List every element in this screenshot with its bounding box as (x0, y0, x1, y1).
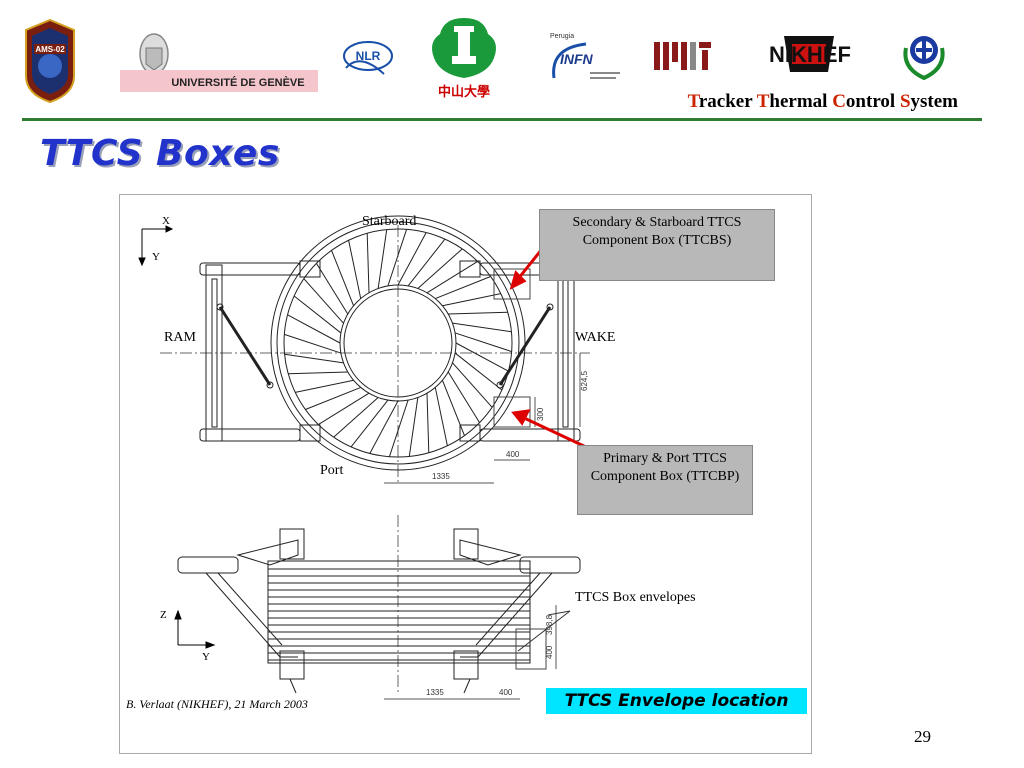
sysu-text: 中山大學 (438, 84, 490, 100)
ring-spoke (452, 322, 512, 333)
nlr-logo: NLR (343, 41, 393, 75)
ring-spoke (284, 353, 344, 364)
dim-300-vertical: 300 (536, 407, 545, 421)
ttcbp-envelope-top (493, 396, 531, 428)
ring-spoke (331, 250, 355, 306)
ring-spoke (316, 263, 349, 315)
drawing-credit: B. Verlaat (NIKHEF), 21 March 2003 (126, 697, 308, 711)
header-divider (22, 118, 982, 121)
ttcbs-callout: Secondary & Starboard TTCS Component Box… (539, 209, 775, 281)
axis-y-label-top: Y (152, 251, 160, 263)
axis-zy-bottom (174, 609, 216, 649)
nikhef-text: NIKHEF (769, 42, 851, 67)
ring-spoke (441, 380, 465, 436)
ams-02-text: AMS-02 (35, 45, 65, 54)
ring-spoke (454, 332, 512, 353)
ring-spoke (369, 400, 399, 454)
axis-z-label: Z (160, 609, 167, 621)
starboard-label: Starboard (362, 214, 417, 229)
ring-spoke (442, 293, 501, 307)
dim-1335-bottom: 1335 (426, 688, 444, 697)
title-cap-t1: T (687, 91, 699, 112)
ring-spoke (288, 371, 348, 375)
drawing-canvas: 624,5 300 400 1335 398,8 400 1335 400 (138, 215, 590, 700)
ring-spoke (434, 387, 448, 446)
title-word-ontrol: ontrol (845, 91, 900, 112)
dim-400-side: 400 (545, 645, 554, 659)
engineering-drawing: 624,5 300 400 1335 398,8 400 1335 400 X … (119, 194, 812, 754)
ring-spoke (284, 333, 342, 354)
arrow-to-ttcbs (516, 248, 544, 280)
ring-spoke (417, 248, 463, 289)
wake-label: WAKE (575, 330, 616, 345)
universite-de-geneve-logo: UNIVERSITÉ DE GENÈVE (120, 33, 318, 92)
ttcbp-callout: Primary & Port TTCS Component Box (TTCBP… (577, 445, 753, 515)
ring-spoke (305, 386, 361, 410)
ring-spoke (318, 392, 370, 425)
title-cap-c: C (832, 91, 846, 112)
envelope-location-label: TTCS Envelope location (546, 688, 807, 714)
nlr-text: NLR (356, 49, 381, 63)
title-word-ystem: ystem (910, 91, 958, 112)
ring-spoke (426, 393, 430, 453)
ring-spoke (407, 238, 446, 287)
sun-yat-sen-university-logo: 中山大學 (432, 18, 496, 100)
ring-top-view (270, 215, 526, 471)
axis-xy-top (138, 225, 174, 267)
ring-spoke (388, 399, 409, 457)
arrow-to-ttcbp (521, 415, 587, 449)
ring-spoke (455, 342, 509, 372)
nikhef-logo: NIKHEF (748, 36, 872, 72)
title-word-hermal: hermal (769, 91, 833, 112)
mit-logo (654, 42, 711, 70)
ring-spoke (303, 278, 344, 324)
ring-spoke (447, 371, 480, 423)
dim-1335-top: 1335 (432, 472, 450, 481)
ttcbs-envelope-top (493, 268, 531, 300)
ring-spoke (397, 232, 427, 286)
ring-spoke (366, 233, 370, 293)
ram-label: RAM (164, 330, 196, 345)
infn-perugia-logo: Perugia INFN (550, 33, 620, 79)
title-cap-t2: T (756, 91, 770, 112)
infn-subtext: Perugia (550, 33, 574, 40)
ring-spoke (333, 397, 379, 438)
side-view (177, 515, 581, 695)
ring-spoke (387, 229, 408, 287)
dim-400-top: 400 (506, 450, 520, 459)
envelopes-label: TTCS Box envelopes (575, 590, 696, 605)
dim-398: 398,8 (545, 614, 554, 635)
ring-spoke (435, 276, 491, 300)
dim-624: 624,5 (580, 370, 589, 391)
page-number: 29 (914, 727, 931, 746)
ring-spoke (287, 314, 341, 344)
port-label: Port (320, 463, 344, 478)
ring-spoke (295, 379, 354, 393)
ring-spoke (377, 229, 388, 289)
ring-spoke (293, 295, 342, 334)
ring-spoke (408, 397, 419, 457)
ring-spoke (426, 261, 478, 294)
geneve-text: UNIVERSITÉ DE GENÈVE (171, 76, 304, 89)
axis-y-label-bottom: Y (202, 651, 210, 663)
ttcs-envelope-side (515, 628, 547, 670)
title-word-racker: racker (698, 91, 757, 112)
title-cap-s: S (899, 91, 911, 112)
ams-02-mission-patch: AMS-02 (25, 18, 75, 104)
ring-spoke (348, 240, 362, 299)
ring-spoke (350, 399, 389, 448)
axis-x-label: X (162, 215, 170, 227)
ring-spoke (448, 311, 508, 315)
infn-text: INFN (560, 51, 594, 67)
ring-spoke (452, 362, 493, 408)
chinese-institution-emblem (903, 36, 945, 80)
slide-title: TTCS Boxes (40, 133, 280, 174)
system-title: Tracker Thermal Control System (688, 91, 958, 113)
dim-400-bottom: 400 (499, 688, 513, 697)
ring-spoke (454, 352, 503, 391)
